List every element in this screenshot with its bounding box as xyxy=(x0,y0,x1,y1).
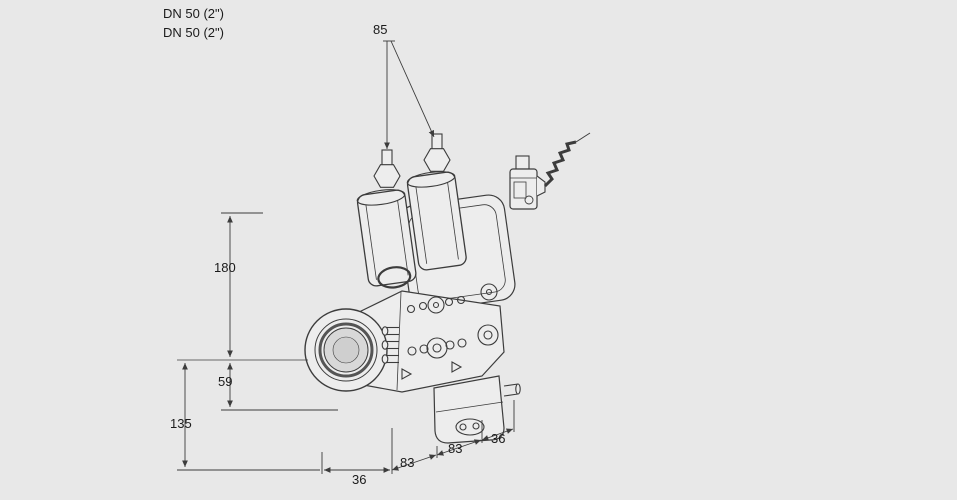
dim-label-59: 59 xyxy=(218,374,233,389)
dim-59 xyxy=(221,363,338,411)
coil-flange-ring xyxy=(377,266,412,289)
regulator-side-nipple xyxy=(503,383,521,397)
cable xyxy=(543,140,577,188)
dim-label-36-bottom: 36 xyxy=(352,472,367,487)
label-dn-line1: DN 50 (2") xyxy=(163,6,224,21)
inlet-flange xyxy=(304,308,388,392)
dim-label-180: 180 xyxy=(214,260,236,275)
dim-36-right xyxy=(481,400,515,443)
dim-label-85: 85 xyxy=(373,22,388,37)
solenoid-left-hex-cap xyxy=(373,164,401,188)
body-bolt-details xyxy=(381,283,499,380)
valve-illustration xyxy=(304,132,591,444)
cable-tail xyxy=(575,132,591,143)
dim-label-135: 135 xyxy=(170,416,192,431)
solenoid-right xyxy=(406,133,467,271)
label-dn-line2: DN 50 (2") xyxy=(163,25,224,40)
test-nipples xyxy=(381,326,399,364)
dim-85 xyxy=(383,40,435,149)
dimension-lines xyxy=(177,40,515,474)
solenoid-right-hex-cap xyxy=(423,148,451,172)
pressure-regulator xyxy=(433,375,521,444)
flow-arrow-icon xyxy=(451,361,463,373)
solenoid-left xyxy=(356,149,417,289)
solenoid-left-stem xyxy=(381,149,393,167)
flow-arrow-icon xyxy=(401,368,413,380)
cable-connector xyxy=(509,132,591,210)
dim-180 xyxy=(221,212,263,357)
dim-label-83-right: 83 xyxy=(448,441,463,456)
dim-label-36-right: 36 xyxy=(491,431,506,446)
dim-83-right xyxy=(436,439,482,458)
connector-terminal xyxy=(515,155,530,170)
dim-135 xyxy=(177,363,320,471)
dim-36-bottom xyxy=(321,428,393,474)
dim-83-left xyxy=(391,454,437,471)
dim-label-83-left: 83 xyxy=(400,455,415,470)
